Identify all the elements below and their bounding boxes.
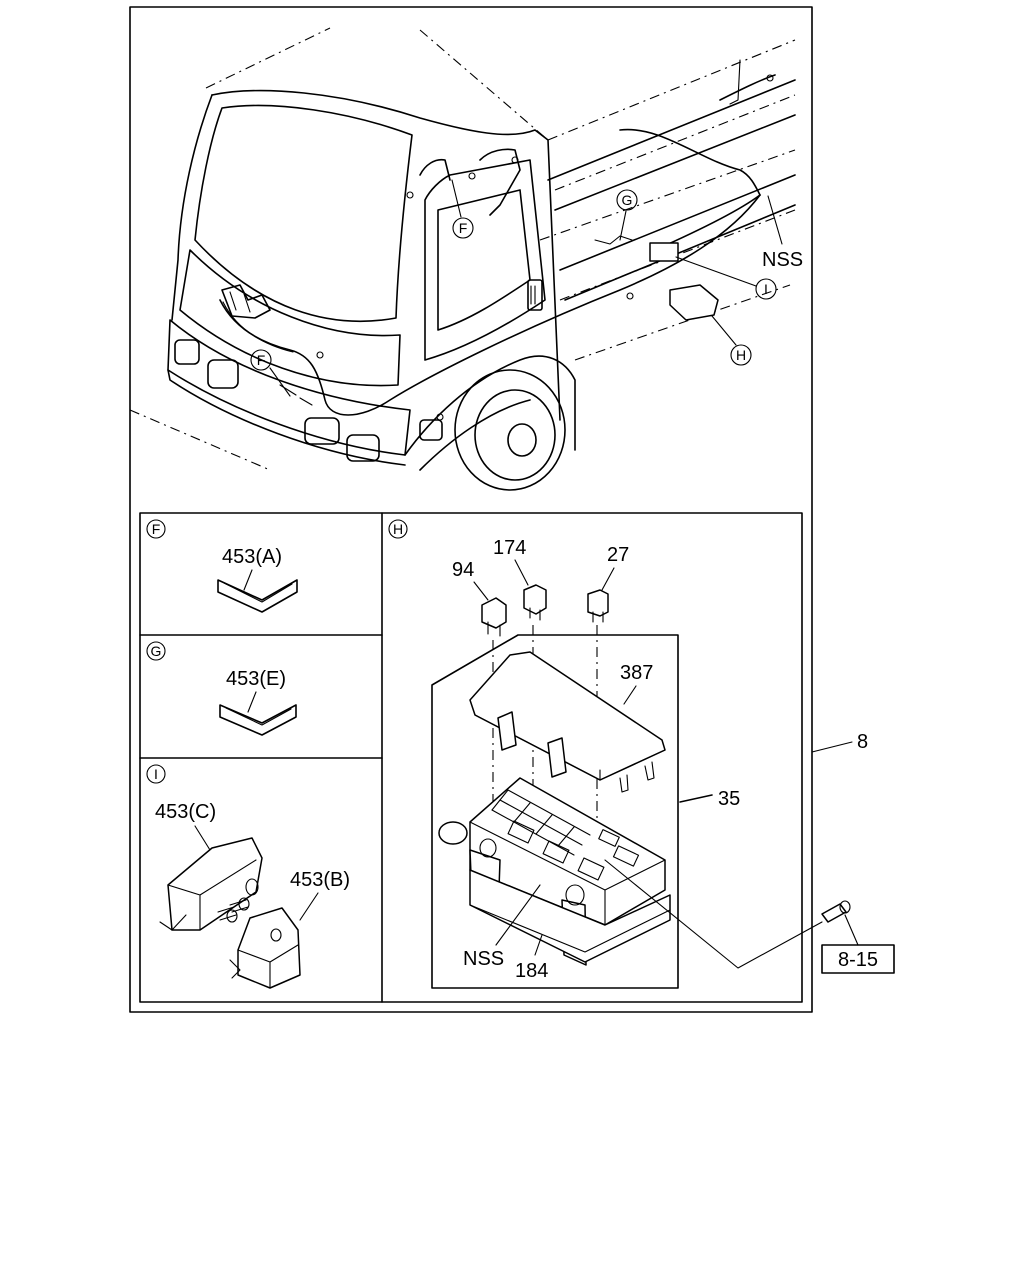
callout-h: H: [711, 315, 752, 366]
callout-g-letter: G: [622, 192, 633, 208]
label-387: 387: [620, 662, 653, 684]
callout-i-letter: I: [764, 281, 768, 297]
label-174: 174: [493, 537, 526, 559]
panel-f: F 453(A): [146, 519, 298, 613]
callout-f-top-letter: F: [459, 220, 468, 236]
callout-g: G: [616, 189, 638, 241]
callout-f-bottom: F: [250, 349, 291, 397]
panel-i-part-b: 453(B): [290, 869, 350, 891]
panel-i-part-c: 453(C): [155, 801, 216, 823]
callout-h-letter: H: [736, 347, 746, 363]
panel-g-letter: G: [151, 643, 162, 659]
panel-g-part: 453(E): [226, 668, 286, 690]
panel-g: G 453(E): [146, 641, 297, 736]
callout-f-top: F: [451, 179, 474, 239]
label-8-group: 8: [811, 731, 868, 753]
callout-nss-top: NSS: [762, 195, 803, 271]
ref-box: [821, 944, 895, 974]
panel-h-letter: H: [393, 521, 403, 537]
ref-8-15: 8-15: [838, 949, 878, 971]
label-8: 8: [857, 731, 868, 753]
label-184: 184: [515, 960, 548, 982]
panel-i: I 453(C) 453(B): [146, 764, 350, 989]
label-nss-h: NSS: [463, 948, 504, 970]
panel-i-letter: I: [154, 766, 158, 782]
label-27: 27: [607, 544, 629, 566]
bolt-8-15: 8-15: [821, 900, 895, 974]
panel-f-letter: F: [152, 521, 161, 537]
nss-top-label: NSS: [762, 249, 803, 271]
truck-illustration: [129, 27, 796, 491]
outer-frame: [129, 6, 813, 1013]
callout-i: I: [675, 256, 777, 300]
callout-f-bottom-letter: F: [257, 352, 266, 368]
label-35: 35: [718, 788, 740, 810]
label-94: 94: [452, 559, 474, 581]
panel-h: H 94 174 27 387 35: [388, 519, 823, 989]
panel-f-part: 453(A): [222, 546, 282, 568]
